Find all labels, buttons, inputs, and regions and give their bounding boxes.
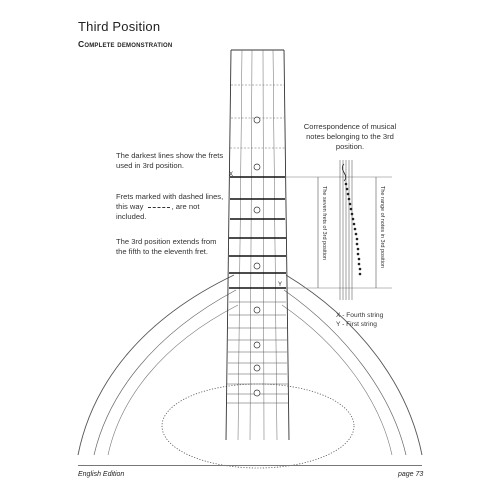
note-dashed-frets: Frets marked with dashed lines, this way… [116,192,224,222]
range-of-notes-label: The range of notes in 3rd position [379,186,385,268]
marker-x: X [229,172,233,178]
note-position-range: The 3rd position extends from the fifth … [116,237,217,256]
note-dashed-before: Frets marked with dashed lines, this way [116,192,224,211]
frets-outside-position [230,84,285,149]
mandolin-body-outline-right [285,274,423,456]
dashed-line-sample [147,206,170,208]
correspondence-caption: Correspondence of musical notes belongin… [303,122,397,151]
sound-hole [161,383,355,469]
note-dashed-after: , are not included. [116,202,200,221]
frets-third-position [229,176,286,289]
marker-y: Y [278,282,282,288]
mandolin-body-outline [77,274,235,456]
footer-page-number: page 73 [398,471,424,478]
page-title: Third Position [78,19,161,34]
frets-lower [227,301,288,404]
fret-marker-dots [253,116,261,397]
notes-correspondence-panel [286,160,392,300]
note-dots [344,182,362,276]
legend-fourth-string: X - Fourth string [336,312,384,319]
seven-frets-label: The seven frets of 3rd position [321,186,327,260]
mandolin-body-edge-left [107,304,239,456]
mandolin-body-edge-right [281,304,393,456]
mandolin-body-inner-right [283,289,407,456]
footer-rule [78,465,422,466]
note-darkest-lines: The darkest lines show the frets used in… [116,151,224,170]
mandolin-body-inner-left [93,289,237,456]
legend-first-string: Y - First string [336,321,377,328]
fretboard-neck [225,49,290,441]
page-subtitle: Complete demonstration [78,39,173,49]
footer-edition: English Edition [78,471,125,478]
